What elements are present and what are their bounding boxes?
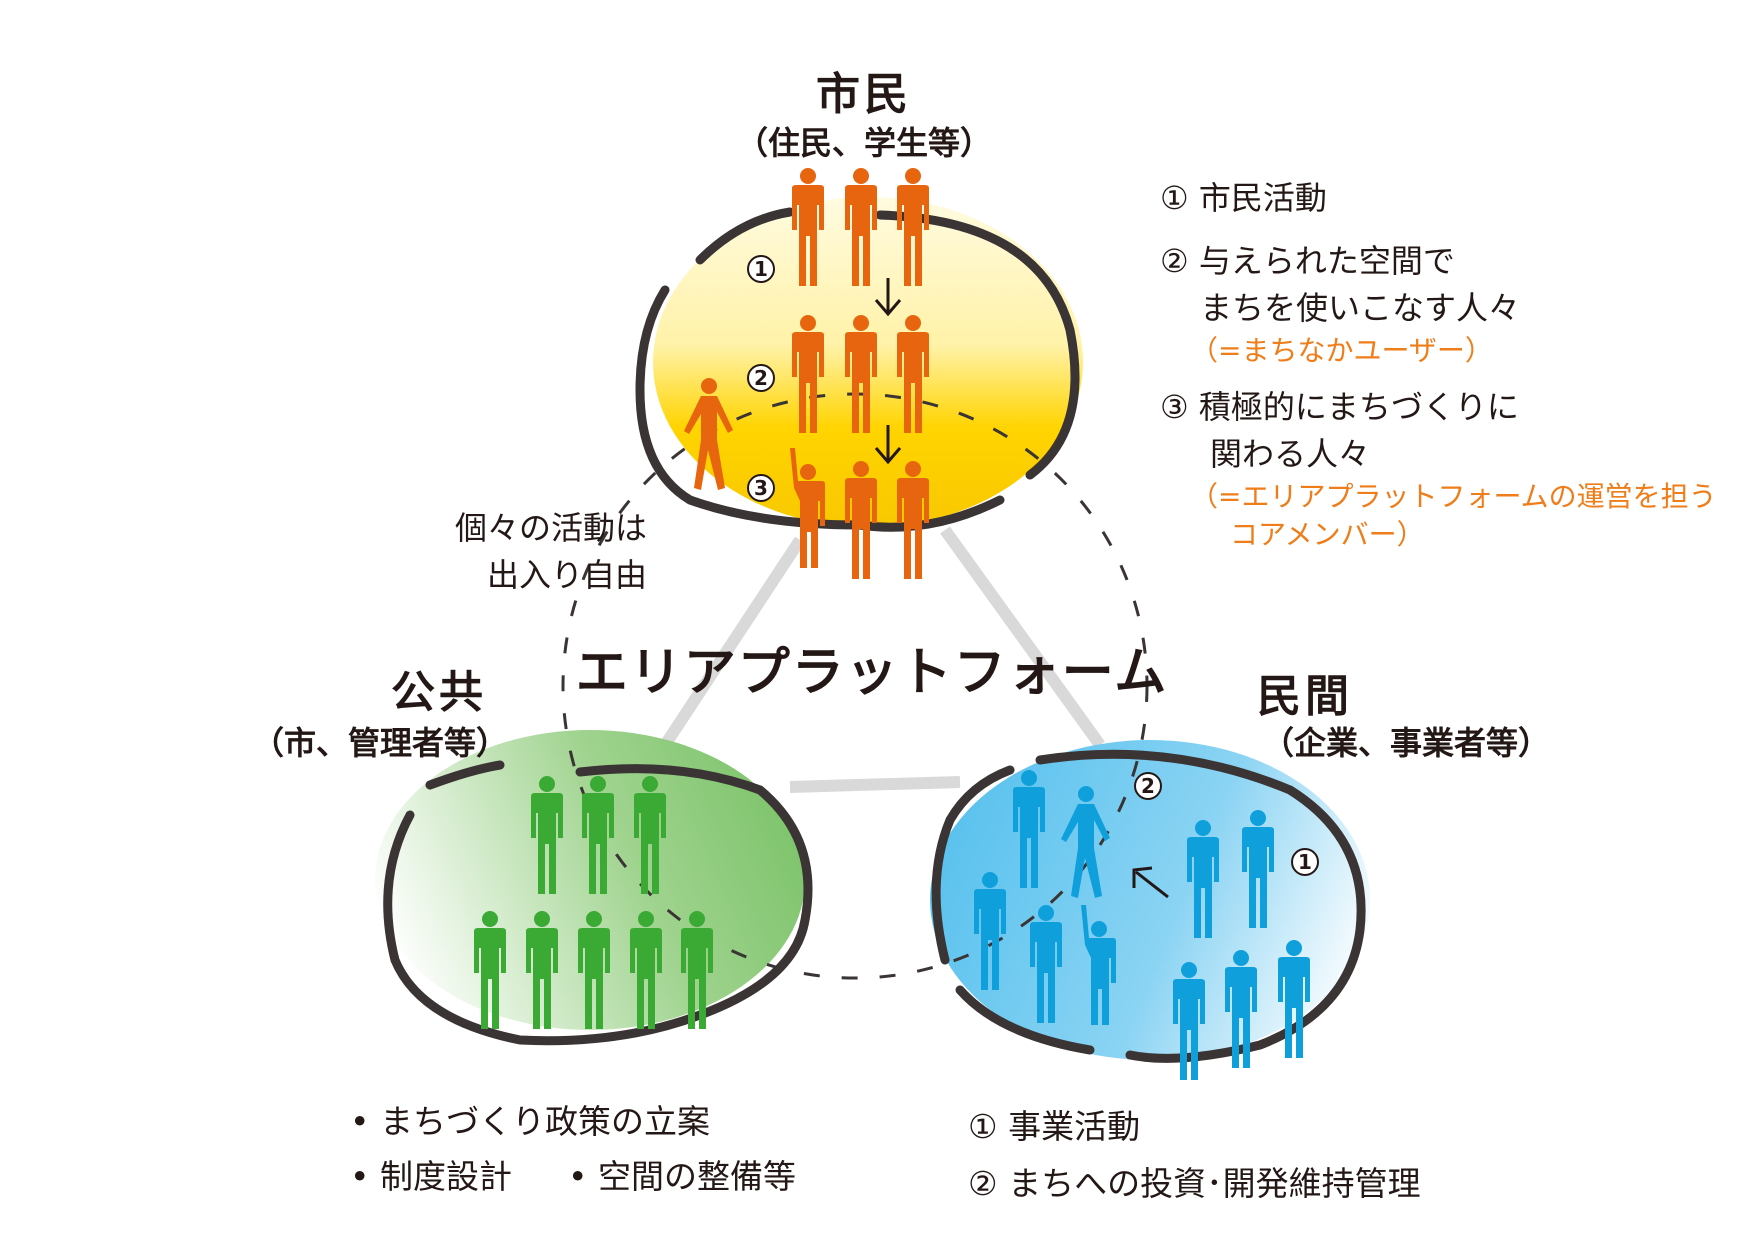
arrow-icon: [874, 278, 1169, 899]
private-list-item: ① 事業活動: [968, 1107, 1141, 1146]
blob-outlines: [383, 207, 1366, 1063]
public-list-item: • まちづくり政策の立案: [350, 1102, 710, 1141]
public-list-item: • 制度設計: [350, 1157, 512, 1196]
public-title: 公共: [391, 667, 487, 718]
citizen-list: ① 市民活動 ② 与えられた空間で まちを使いこなす人々 （=まちなかユーザー）…: [1160, 175, 1717, 554]
citizens-subtitle: （住民、学生等）: [735, 124, 993, 162]
free-note-line: 出入り自由: [486, 556, 647, 594]
private-title: 民間: [1257, 671, 1353, 722]
citizen-item-2: ② 与えられた空間で まちを使いこなす人々 （=まちなかユーザー）: [1160, 242, 1521, 367]
citizen-item-3: ③ 積極的にまちづくりに 関わる人々 （=エリアプラットフォームの運営を担う コ…: [1160, 388, 1717, 551]
private-subtitle: （企業、事業者等）: [1261, 724, 1551, 762]
public-subtitle: （市、管理者等）: [251, 724, 509, 762]
marker-2: 2: [747, 364, 775, 392]
connection-lines: [659, 526, 1105, 793]
citizen-item-1: ① 市民活動: [1160, 179, 1327, 217]
public-list-item: • 空間の整備等: [568, 1157, 796, 1196]
private-marker-1: 1: [1291, 848, 1319, 876]
private-marker-2: 2: [1134, 772, 1162, 800]
marker-3: 3: [747, 474, 775, 502]
marker-1: 1: [747, 255, 775, 283]
platform-title: エリアプラットフォーム: [575, 643, 1169, 703]
citizens-title: 市民: [816, 69, 912, 120]
free-note-line: 個々の活動は: [454, 509, 647, 547]
free-note: 個々の活動は 出入り自由: [455, 505, 647, 599]
private-list-item: ② まちへの投資･開発維持管理: [968, 1164, 1421, 1203]
